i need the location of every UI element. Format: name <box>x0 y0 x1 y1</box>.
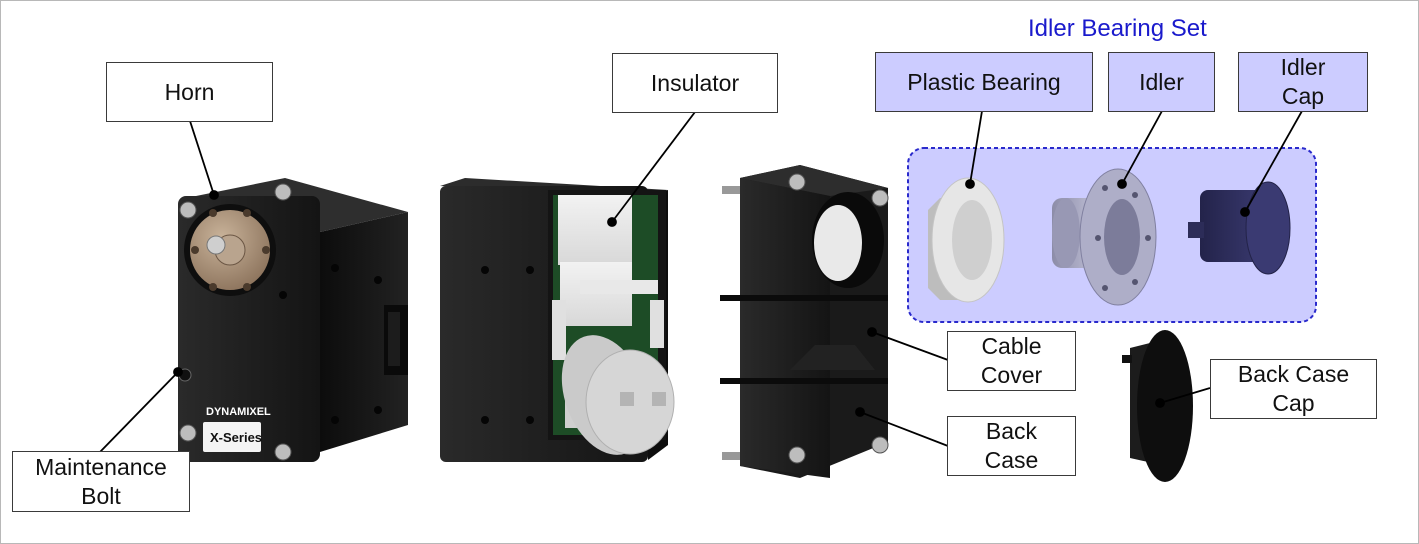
back-case-part <box>720 165 889 478</box>
label-insulator: Insulator <box>612 53 778 113</box>
motor-cylinder <box>561 335 675 455</box>
label-back-case: Back Case <box>947 416 1076 476</box>
back-case-cap-part <box>1122 330 1193 482</box>
label-idler-cap: Idler Cap <box>1238 52 1368 112</box>
product-brand-mark: DYNAMIXEL <box>206 406 271 418</box>
label-idler: Idler <box>1108 52 1215 112</box>
label-maintenance-bolt: Maintenance Bolt <box>12 451 190 512</box>
label-plastic-bearing: Plastic Bearing <box>875 52 1093 112</box>
leader-lines <box>99 110 1303 453</box>
plastic-bearing-part <box>928 177 1005 303</box>
label-back-case-cap: Back Case Cap <box>1210 359 1377 419</box>
label-cable-cover: Cable Cover <box>947 331 1076 391</box>
idler-bearing-set-title: Idler Bearing Set <box>1028 15 1207 42</box>
idler-part <box>1052 168 1157 306</box>
product-series-mark: X-Series <box>210 430 262 445</box>
idler-cap-part <box>1188 181 1291 275</box>
label-horn: Horn <box>106 62 273 122</box>
servo-assembled <box>178 178 408 462</box>
